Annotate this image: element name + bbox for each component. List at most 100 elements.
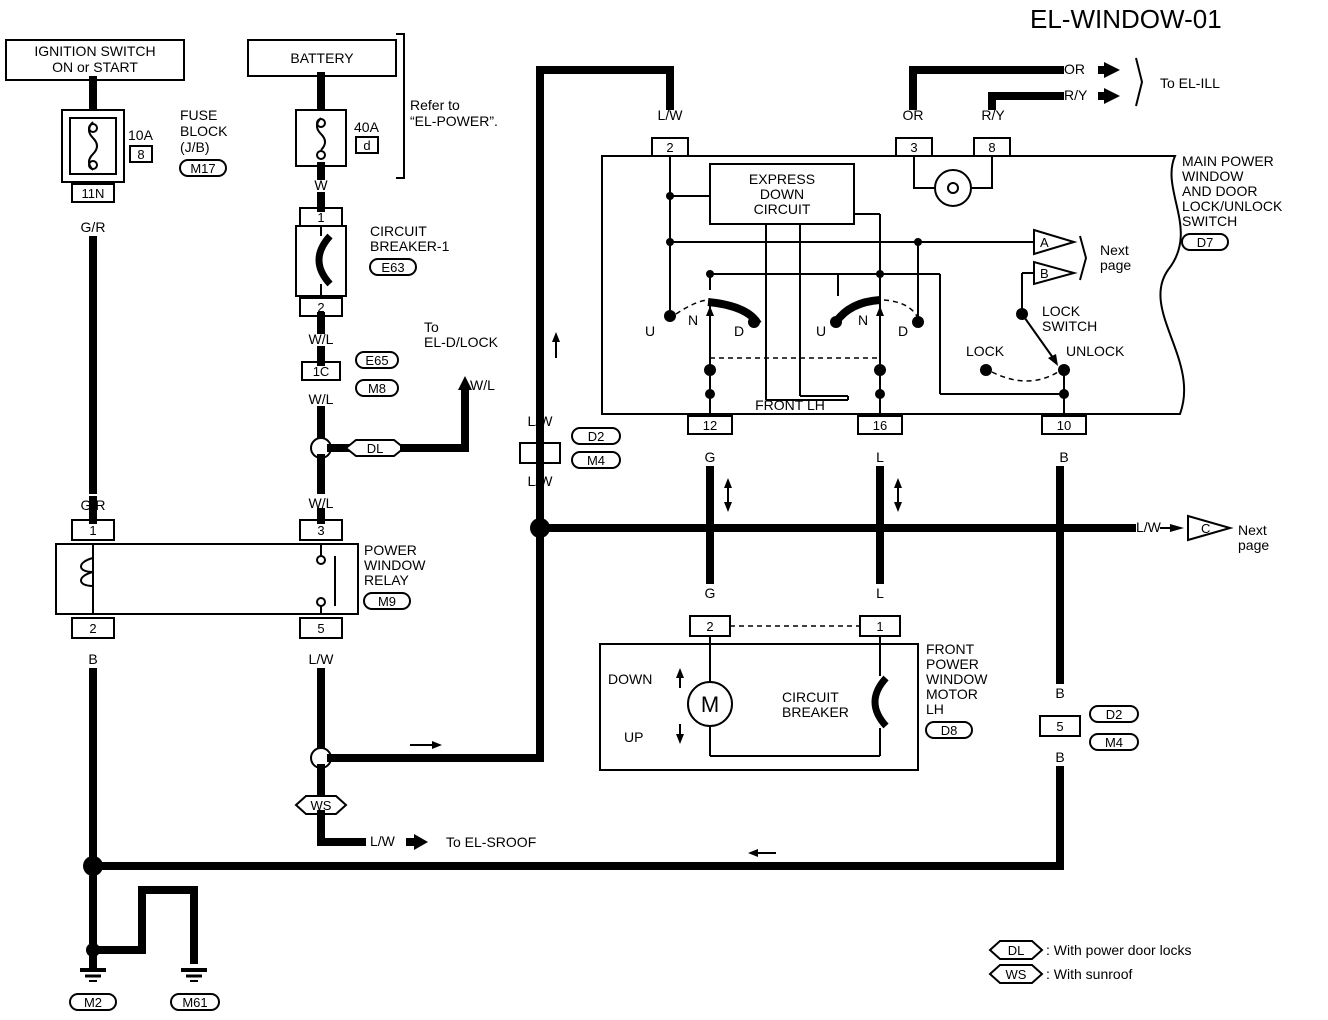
wire-b-ground-2: B [137,915,146,931]
wire-wl-1: W/L [309,331,334,347]
switch-d-2: D [898,323,908,339]
next-page-ab-1: Next [1100,242,1129,258]
motor-label-5: LH [926,701,944,717]
to-sroof: To EL-SROOF [446,834,536,850]
wire-lw-c: L/W [1136,519,1162,535]
next-page-c-1: Next [1238,522,1267,538]
cb-pin-2: 2 [317,300,324,315]
refer-2: “EL-POWER”. [410,113,498,129]
fuse-conn: M17 [190,161,215,176]
motor-m: M [701,692,719,717]
switch-pin-16: 16 [873,418,887,433]
conn-1c: 1C [313,364,330,379]
wire-w: W [314,177,328,193]
fuse-pin: 11N [82,186,105,201]
fuse-label-2: BLOCK [180,123,228,139]
motor-pin-2: 2 [706,619,713,634]
switch-pin-2: 2 [666,140,673,155]
front-lh: FRONT LH [755,397,825,413]
refer-1: Refer to [410,97,460,113]
relay-label-3: RELAY [364,572,410,588]
switch-label-5: SWITCH [1182,213,1237,229]
fuse-label-1: FUSE [180,107,217,123]
diagram-title: EL-WINDOW-01 [1030,4,1222,34]
unlock-label: UNLOCK [1066,343,1125,359]
switch-label-3: AND DOOR [1182,183,1257,199]
wire-b-ground-1: B [88,915,97,931]
battery-label: BATTERY [290,50,354,66]
switch-u-1: U [645,323,655,339]
conn-m8: M8 [368,381,386,396]
legend-tag-ws: WS [1006,967,1027,982]
ground-m2: M2 [84,995,102,1010]
wire-b-m4: B [1055,749,1064,765]
switch-pin-12: 12 [703,418,717,433]
switch-d-1: D [734,323,744,339]
express-1: EXPRESS [749,171,815,187]
fuse-block: 10A 8 FUSE BLOCK (J/B) M17 11N [61,107,228,203]
switch-label-1: MAIN POWER [1182,153,1274,169]
lock-switch-1: LOCK [1042,303,1081,319]
cb-label-2: BREAKER-1 [370,238,450,254]
legend-tag-dl: DL [1008,943,1025,958]
motor-label-1: FRONT [926,641,975,657]
pin-4: 4 [536,446,543,461]
next-page-ab-2: page [1100,257,1131,273]
motor-down: DOWN [608,671,652,687]
motor-conn: D8 [941,723,958,738]
ws-text: WS [311,798,332,813]
conn-b: B [1040,266,1049,281]
relay-label-1: POWER [364,542,417,558]
relay-pin-2: 2 [89,621,96,636]
relay-pin-5: 5 [317,621,324,636]
switch-pin-3: 3 [910,140,917,155]
switch-pin-10: 10 [1057,418,1071,433]
relay-label-2: WINDOW [364,557,426,573]
ground-m61: M61 [182,995,207,1010]
motor-up: UP [624,729,643,745]
switch-conn: D7 [1197,235,1214,250]
power-window-relay: 1 3 2 5 POWER WINDOW RELAY M9 [55,519,426,639]
lock-switch-2: SWITCH [1042,318,1097,334]
wire-b-d2: B [1055,685,1064,701]
cb-pin-1: 1 [317,210,324,225]
switch-u-2: U [816,323,826,339]
conn-m4-a: M4 [587,453,605,468]
wire-lw-d2: L/W [528,413,554,429]
ignition-label-2: ON or START [52,59,138,75]
wire-lw-d2-b: L/W [528,473,554,489]
wire-lw-relay: L/W [309,651,335,667]
to-dlock-2: EL-D/LOCK [424,334,499,350]
front-power-window-motor: 2 1 M DOWN UP CIRCUIT BREAKER FRONT POWE… [599,615,988,771]
to-ill: To EL-ILL [1160,75,1220,91]
to-dlock-1: To [424,319,439,335]
circuit-breaker-1: 1 2 CIRCUIT BREAKER-1 E63 [295,207,450,317]
switch-pin-8: 8 [988,140,995,155]
wire-ry-ill: R/Y [1064,87,1088,103]
wire-wl-dlock: W/L [470,377,495,393]
main-power-window-switch: L/W 2 OR 3 R/Y 8 EXPRESS DOWN CIRCUIT [601,107,1283,435]
wire-wl-2: W/L [309,391,334,407]
dl-tag: DL [344,439,406,457]
ignition-switch: IGNITION SWITCH ON or START [5,39,185,81]
motor-cb-2: BREAKER [782,704,849,720]
dl-text: DL [367,441,384,456]
wire-b-10: B [1059,449,1068,465]
wire-gr-top: G/R [81,219,106,235]
fusible-num: d [363,138,370,153]
ws-tag: WS [294,795,348,815]
cb-conn: E63 [381,260,404,275]
motor-label-2: POWER [926,656,979,672]
express-3: CIRCUIT [754,201,811,217]
conn-d2-a: D2 [588,429,605,444]
motor-cb-1: CIRCUIT [782,689,839,705]
wire-or: OR [903,107,924,123]
wire-b-ground-3: B [189,915,198,931]
fusible-amp: 40A [354,119,380,135]
switch-n-1: N [688,312,698,328]
motor-label-3: WINDOW [926,671,988,687]
ignition-label-1: IGNITION SWITCH [34,43,155,59]
conn-d2-b: D2 [1106,707,1123,722]
wire-b-relay: B [88,651,97,667]
